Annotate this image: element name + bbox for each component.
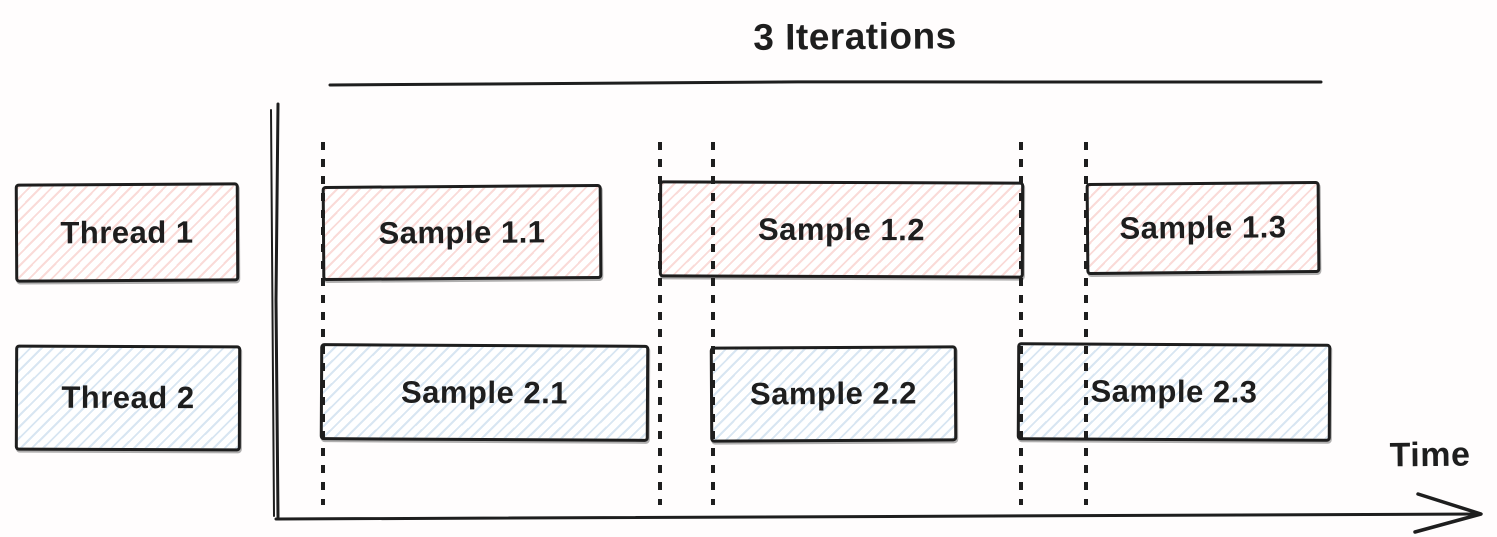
- sample-2-3-label: Sample 2.3: [1090, 373, 1258, 410]
- sample-2-1-box: Sample 2.1: [319, 343, 650, 442]
- sample-1-2-label: Sample 1.2: [757, 211, 926, 247]
- iteration-boundary-line-2: [658, 142, 662, 505]
- iteration-boundary-line-5: [1084, 142, 1088, 505]
- y-axis-line: [274, 102, 280, 519]
- sample-1-1-box: Sample 1.1: [321, 184, 603, 281]
- iteration-boundary-line-3: [711, 142, 715, 505]
- sample-2-3-box: Sample 2.3: [1016, 342, 1332, 442]
- thread-1-label: Thread 1: [60, 214, 194, 250]
- thread-2-box: Thread 2: [14, 344, 242, 452]
- sample-1-1-label: Sample 1.1: [378, 213, 546, 251]
- sample-2-2-label: Sample 2.2: [749, 375, 918, 412]
- iterations-bracket-line: [328, 79, 1323, 87]
- iteration-boundary-line-4: [1019, 142, 1023, 505]
- iteration-boundary-line-1: [321, 142, 325, 505]
- x-axis-arrowhead-icon: [1413, 492, 1483, 534]
- sample-2-1-label: Sample 2.1: [400, 374, 569, 410]
- x-axis-line: [274, 512, 1481, 521]
- thread-2-label: Thread 2: [61, 379, 195, 416]
- sample-1-3-label: Sample 1.3: [1119, 209, 1287, 246]
- y-axis-line-overdraw: [270, 109, 275, 517]
- sample-2-2-box: Sample 2.2: [709, 345, 958, 443]
- thread-1-box: Thread 1: [14, 182, 240, 283]
- sample-1-3-box: Sample 1.3: [1085, 180, 1321, 276]
